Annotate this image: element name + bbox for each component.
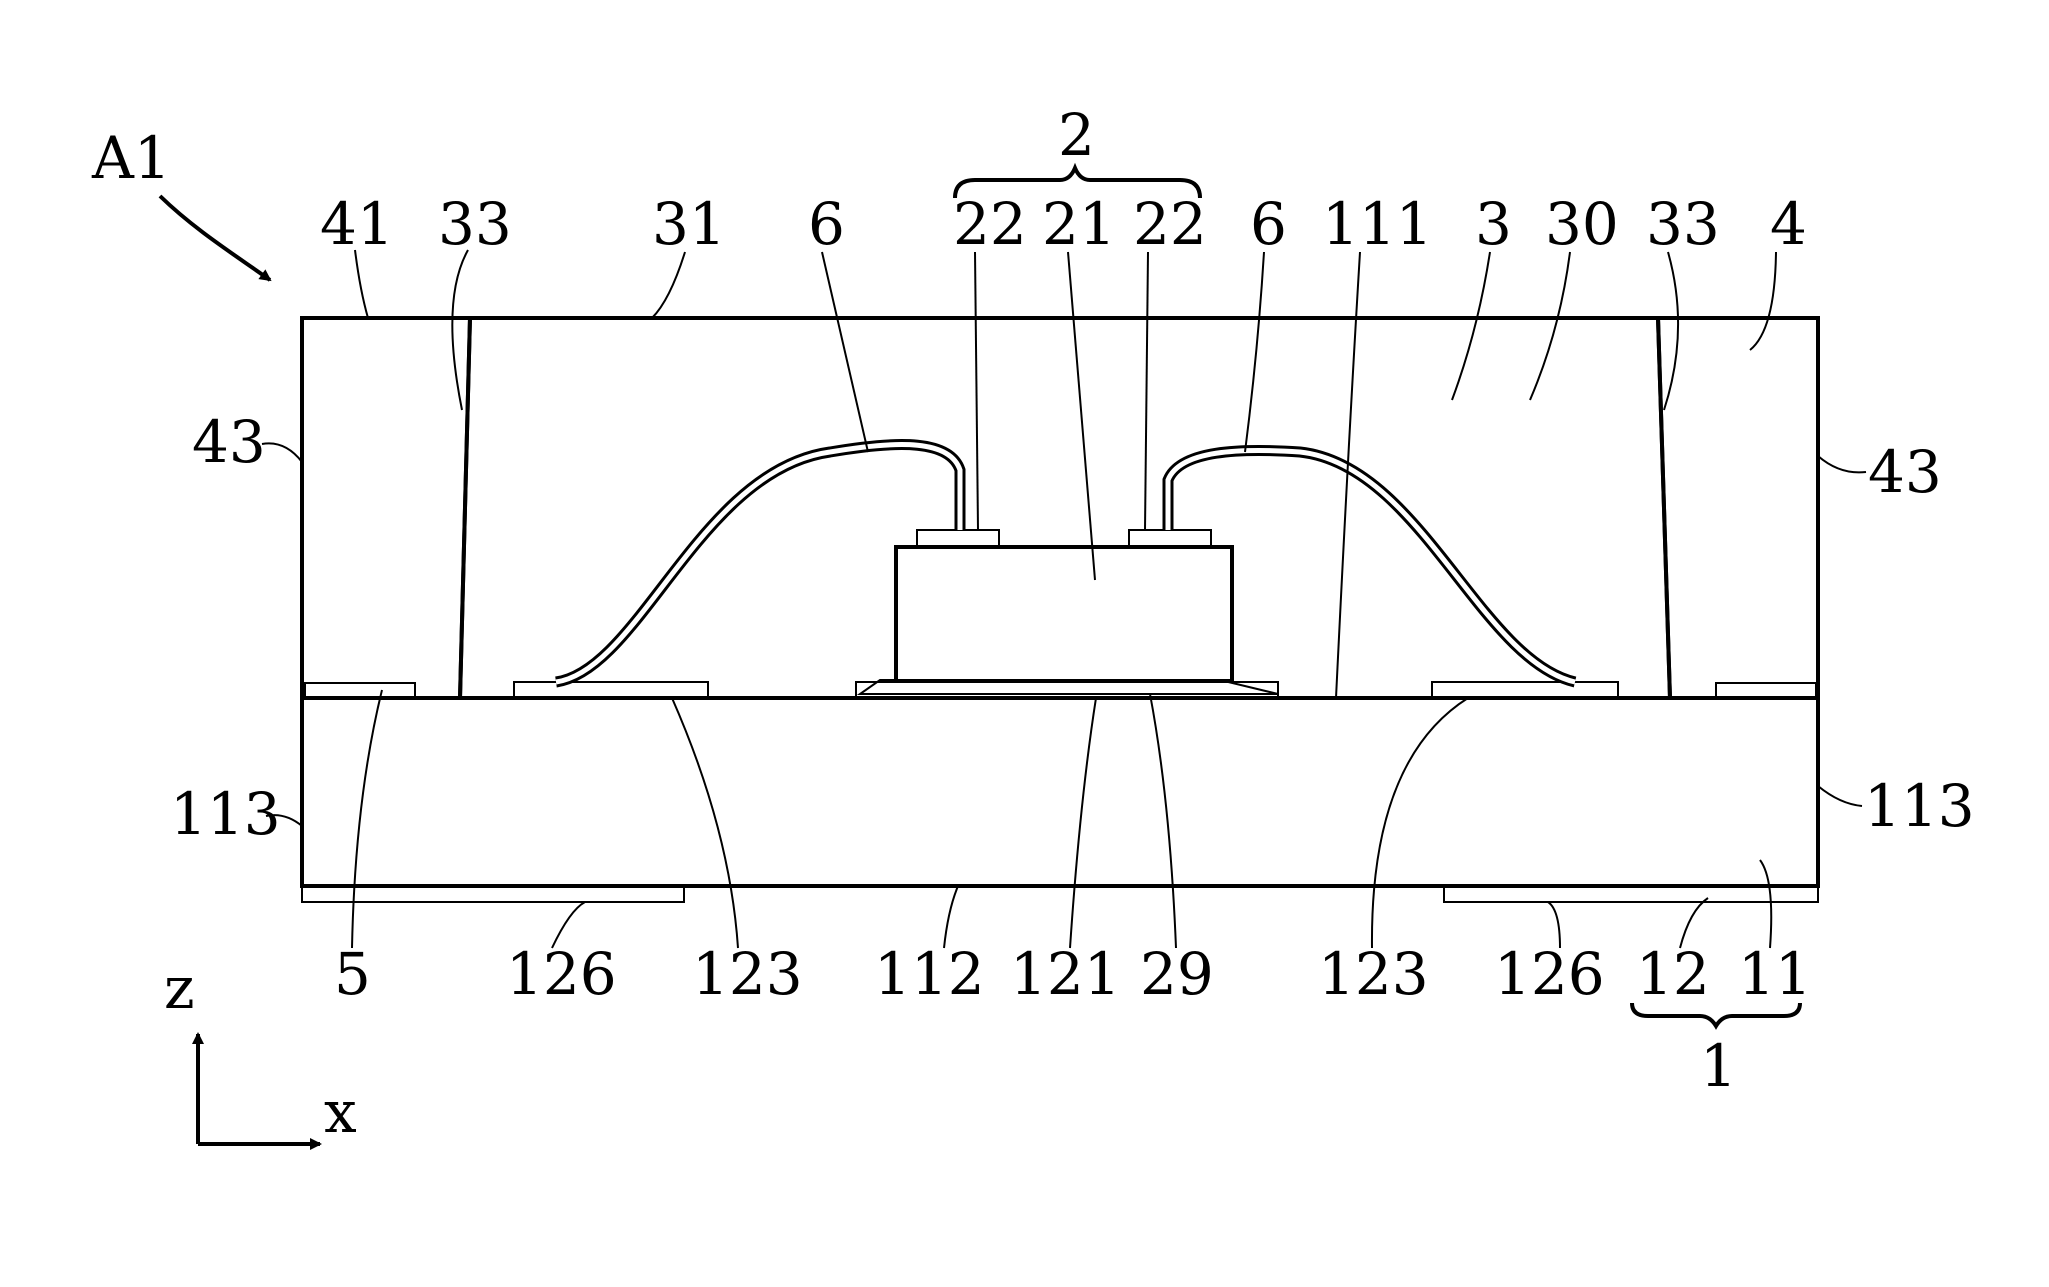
label-112: 112 — [874, 940, 985, 1008]
assembly-label: A1 — [91, 124, 171, 192]
leader-43-left — [262, 443, 302, 462]
back-electrode-right — [1444, 886, 1818, 902]
label-126-left: 126 — [506, 940, 617, 1008]
coordinate-axes: z x — [164, 954, 357, 1146]
bond-wire-left-core — [556, 445, 960, 682]
mold-resin — [460, 318, 1670, 698]
bond-pad-right — [1432, 682, 1618, 698]
label-12: 12 — [1636, 940, 1710, 1008]
label-6-left: 6 — [808, 190, 845, 258]
leader-113-right — [1818, 786, 1862, 806]
label-123-right: 123 — [1318, 940, 1429, 1008]
leader-43-right — [1818, 456, 1866, 472]
semiconductor-chip — [896, 547, 1232, 681]
label-2: 2 — [1058, 101, 1095, 169]
label-30: 30 — [1545, 190, 1619, 258]
bond-wire-right-core — [1168, 450, 1575, 682]
label-6-right: 6 — [1250, 190, 1287, 258]
substrate — [302, 698, 1818, 886]
package-outline — [302, 318, 1818, 886]
wall-metal-left — [305, 683, 415, 698]
chip-electrode-left — [917, 530, 999, 547]
label-111: 111 — [1322, 190, 1433, 258]
bond-pad-left — [514, 682, 708, 698]
assembly-arrow — [160, 196, 270, 280]
axis-x-label: x — [324, 1078, 357, 1146]
die-pad — [856, 682, 1278, 698]
label-22-left: 22 — [953, 190, 1027, 258]
left-wall — [302, 318, 470, 698]
label-1: 1 — [1700, 1032, 1737, 1100]
bottom-leaders — [352, 690, 1771, 948]
label-113-left: 113 — [170, 780, 281, 848]
label-11: 11 — [1738, 940, 1812, 1008]
axis-z-label: z — [164, 954, 195, 1022]
label-5: 5 — [334, 940, 371, 1008]
label-4: 4 — [1770, 190, 1807, 258]
package-body — [302, 318, 1818, 902]
label-22-right: 22 — [1133, 190, 1207, 258]
label-43-left: 43 — [192, 408, 266, 476]
label-33-left: 33 — [438, 190, 512, 258]
back-electrode-left — [302, 886, 684, 902]
right-wall — [1658, 318, 1818, 698]
label-31: 31 — [652, 190, 726, 258]
chip-electrode-right — [1129, 530, 1211, 547]
label-33-right: 33 — [1646, 190, 1720, 258]
label-113-right: 113 — [1864, 772, 1975, 840]
label-43-right: 43 — [1868, 438, 1942, 506]
label-29: 29 — [1140, 940, 1214, 1008]
label-21: 21 — [1042, 190, 1116, 258]
wall-metal-right — [1716, 683, 1816, 698]
label-3: 3 — [1475, 190, 1512, 258]
label-41: 41 — [320, 190, 394, 258]
label-126-right: 126 — [1494, 940, 1605, 1008]
label-123-left: 123 — [692, 940, 803, 1008]
label-121: 121 — [1010, 940, 1121, 1008]
